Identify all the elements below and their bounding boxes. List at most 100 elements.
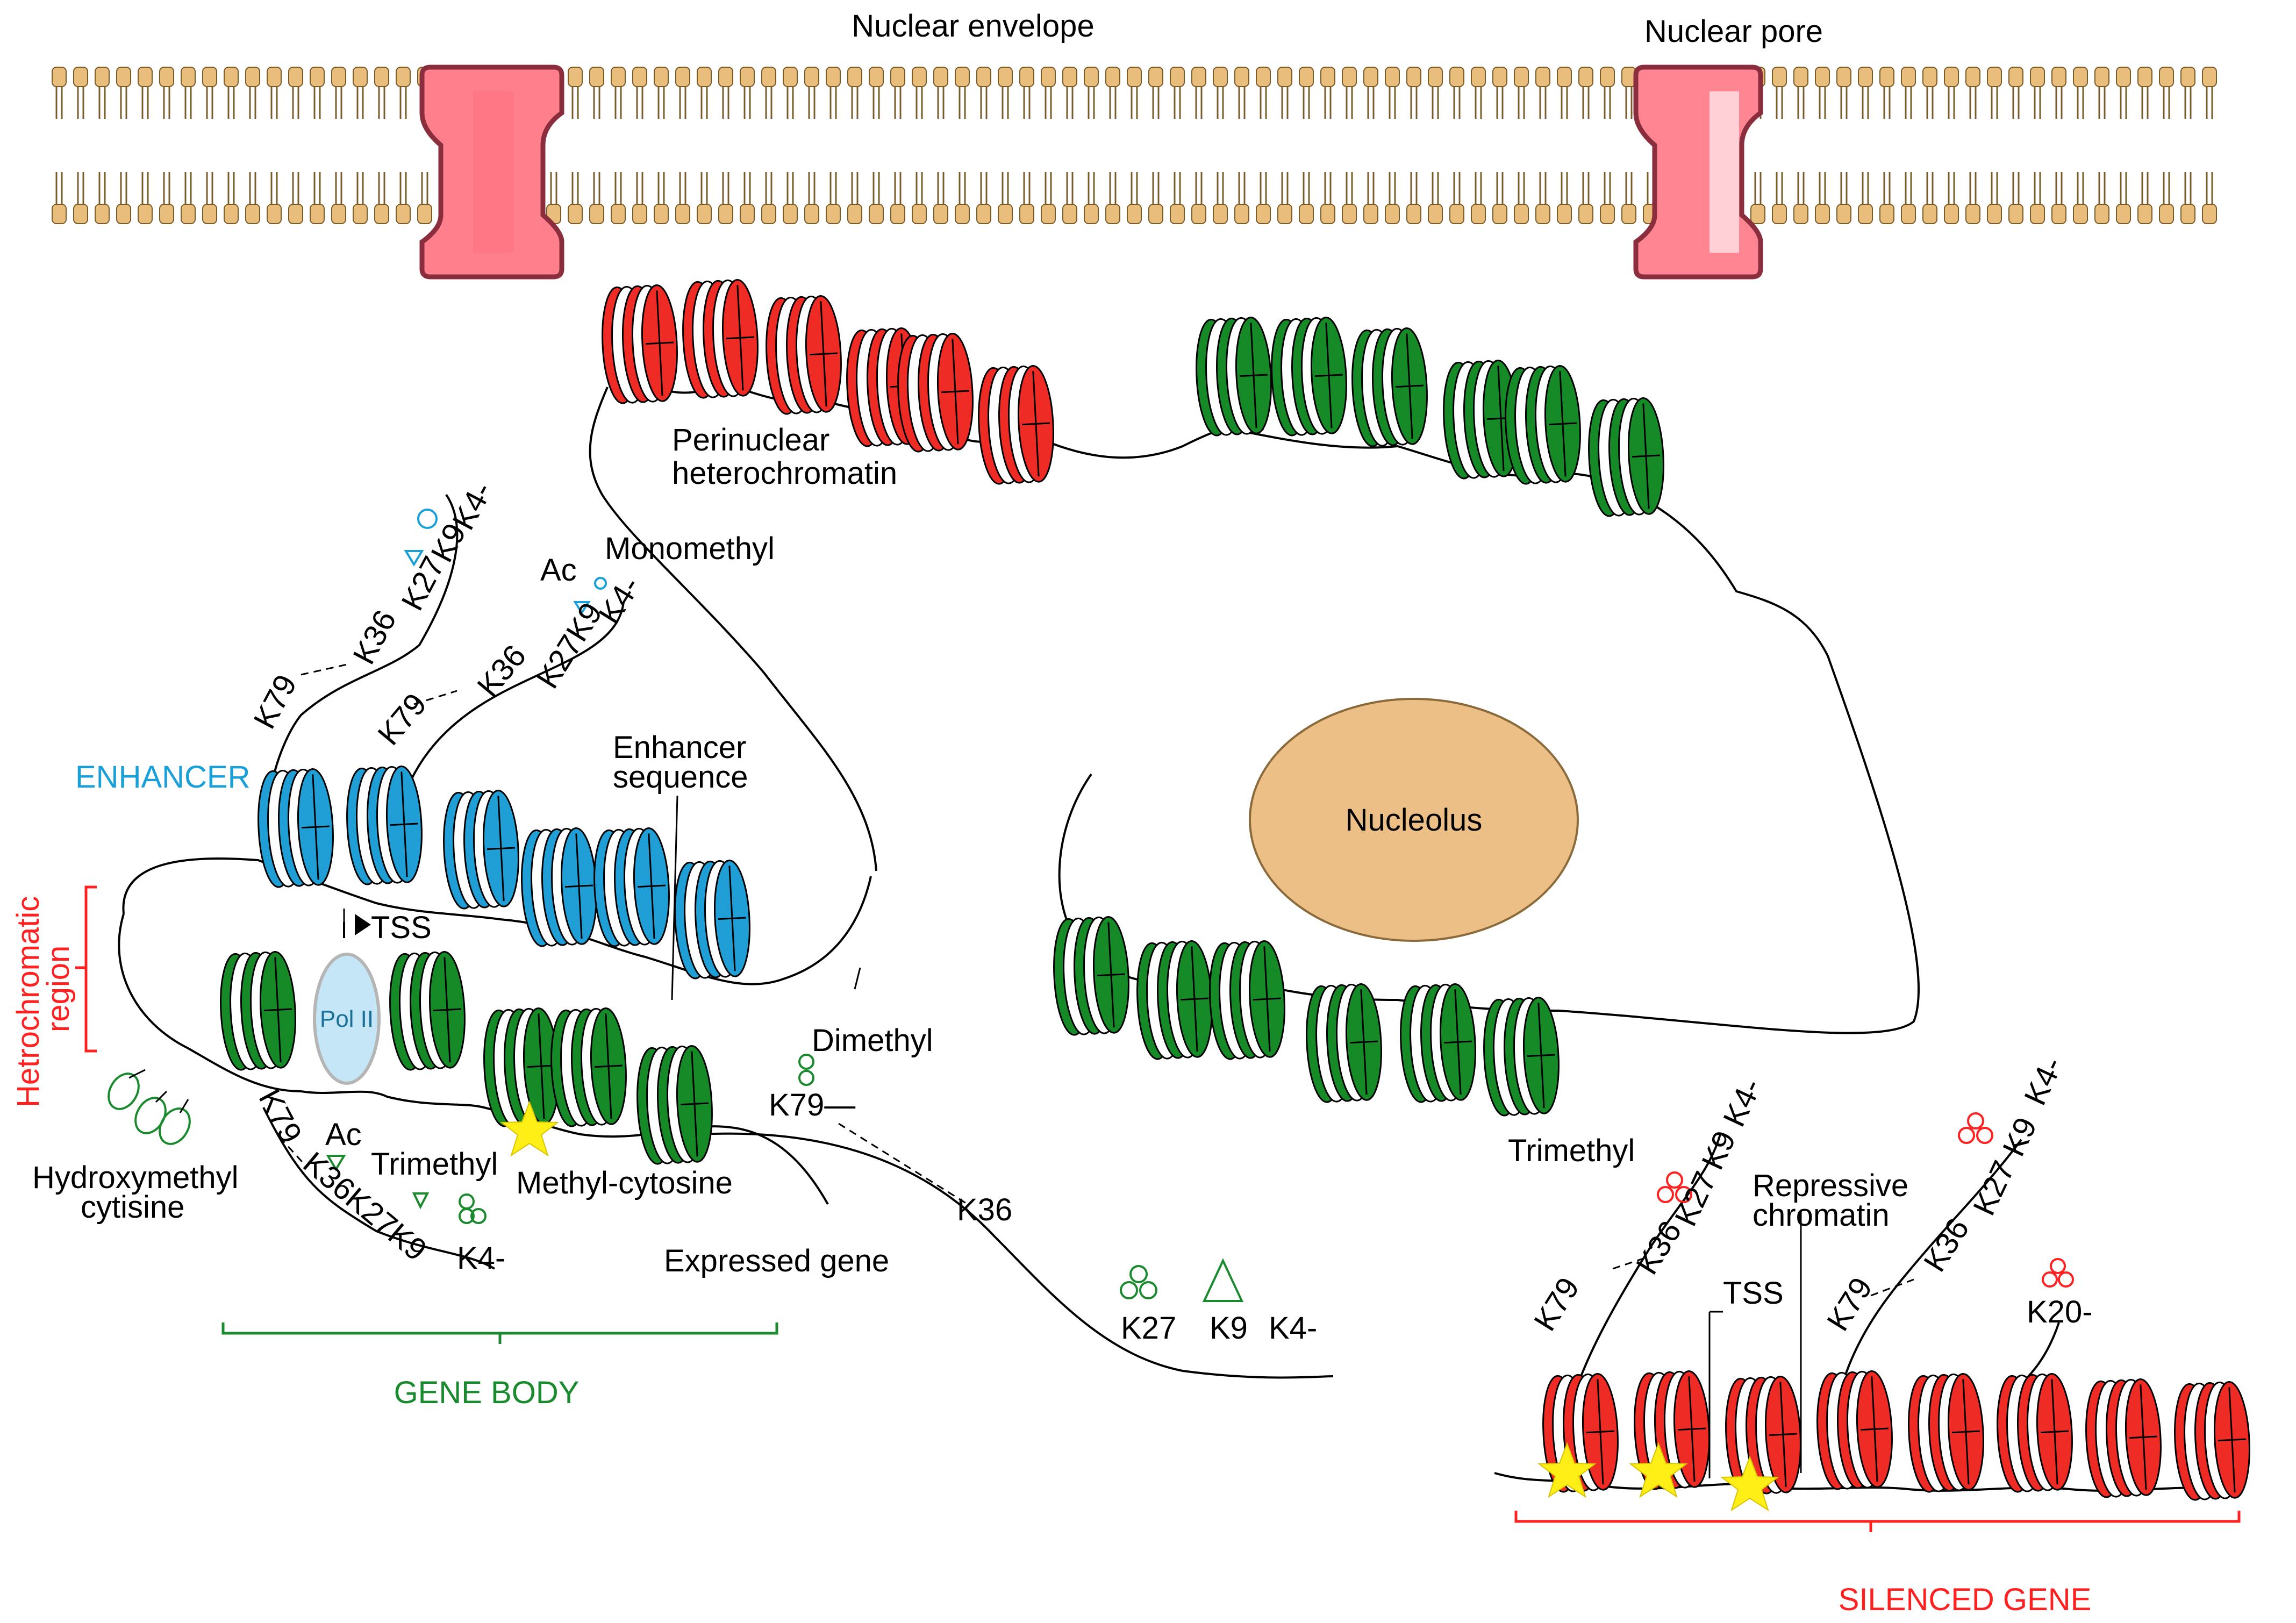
- lipid-bottom: [1879, 171, 1895, 225]
- nucleosome-blue: [521, 827, 597, 947]
- lipid-top: [1212, 66, 1228, 120]
- lipid-bottom: [94, 171, 110, 225]
- lipid-bottom: [804, 171, 820, 225]
- lipid-top: [1126, 66, 1142, 120]
- lipid-top: [589, 66, 605, 120]
- lipid-bottom: [589, 171, 605, 225]
- lipid-bottom: [2180, 171, 2196, 225]
- lipid-bottom: [395, 171, 411, 225]
- lipid-bottom: [1771, 171, 1787, 225]
- lipid-bottom: [1040, 171, 1056, 225]
- lipid-top: [1191, 66, 1207, 120]
- tss-left-label: TSS: [371, 910, 432, 945]
- lipid-top: [1793, 66, 1809, 120]
- lipid-top: [1771, 66, 1787, 120]
- lipid-bottom: [610, 171, 626, 225]
- lipid-top: [1427, 66, 1443, 120]
- lipid-bottom: [266, 171, 282, 225]
- lipid-top: [782, 66, 798, 120]
- lipid-top: [2137, 66, 2153, 120]
- gene-body-label: GENE BODY: [394, 1375, 580, 1410]
- lipid-bottom: [352, 171, 368, 225]
- lipid-bottom: [288, 171, 304, 225]
- lipid-top: [1578, 66, 1594, 120]
- lipid-bottom: [159, 171, 175, 225]
- nucleosome-green-genebody: [636, 1045, 713, 1165]
- lipid-bottom: [1814, 171, 1830, 225]
- tail-label-k79-e: K79: [1527, 1271, 1586, 1337]
- nucleosome-red-silenced: [2085, 1378, 2162, 1498]
- nuclear-pore-left: [419, 65, 564, 280]
- lipid-bottom: [1599, 171, 1615, 225]
- lipid-top: [1492, 66, 1508, 120]
- nucleosome-green-middle: [1400, 983, 1476, 1103]
- lipid-top: [718, 66, 734, 120]
- nucleosome-red-silenced: [2174, 1381, 2250, 1501]
- hydroxy-label-2: cytisine: [81, 1190, 184, 1225]
- lipid-top: [1277, 66, 1293, 120]
- lipid-bottom: [696, 171, 712, 225]
- silenced-gene-bracket: [1514, 1511, 2241, 1532]
- lipid-bottom: [2072, 171, 2088, 225]
- lipid-bottom: [1406, 171, 1422, 225]
- lipid-top: [890, 66, 906, 120]
- enhancer-seq-2: sequence: [613, 760, 748, 795]
- lipid-bottom: [868, 171, 884, 225]
- lipid-bottom: [954, 171, 970, 225]
- lipid-bottom: [1943, 171, 1959, 225]
- nuclear-pore-label: Nuclear pore: [1644, 14, 1823, 49]
- tail-label-k4-c: K4-: [457, 1241, 505, 1276]
- lipid-top: [1879, 66, 1895, 120]
- methylcytosine-label: Methyl-cytosine: [516, 1166, 733, 1200]
- tail-label-k36-a: K36: [346, 604, 403, 670]
- lipid-bottom: [331, 171, 347, 225]
- silenced-gene-label: SILENCED GENE: [1839, 1582, 2092, 1617]
- lipid-bottom: [1126, 171, 1142, 225]
- lipid-top: [976, 66, 992, 120]
- hydroxy-label-1: Hydroxymethyl: [32, 1160, 239, 1195]
- lipid-bottom: [1298, 171, 1314, 225]
- lipid-top: [1986, 66, 2002, 120]
- nucleosome-blue: [674, 859, 750, 979]
- repressive-label-2: chromatin: [1753, 1198, 1890, 1233]
- lipid-bottom: [1277, 171, 1293, 225]
- lipid-bottom: [997, 171, 1013, 225]
- lipid-bottom: [1857, 171, 1873, 225]
- lipid-top: [1836, 66, 1852, 120]
- lipid-top: [653, 66, 669, 120]
- lipid-bottom: [1148, 171, 1164, 225]
- lipid-bottom: [1062, 171, 1078, 225]
- lipid-top: [374, 66, 390, 120]
- lipid-top: [675, 66, 691, 120]
- lipid-bottom: [675, 171, 691, 225]
- lipid-bottom: [1234, 171, 1250, 225]
- lipid-top: [1040, 66, 1056, 120]
- lipid-bottom: [1449, 171, 1465, 225]
- nucleosome-green-genebody: [550, 1007, 627, 1127]
- hetero-bracket: [75, 885, 97, 1053]
- lipid-top: [1019, 66, 1035, 120]
- lipid-top: [696, 66, 712, 120]
- lipid-bottom: [911, 171, 927, 225]
- lipid-bottom: [1427, 171, 1443, 225]
- lipid-bottom: [374, 171, 390, 225]
- lipid-top: [1062, 66, 1078, 120]
- lipid-top: [2094, 66, 2110, 120]
- lipid-top: [1965, 66, 1981, 120]
- lipid-top: [395, 66, 411, 120]
- nucleosome-red-silenced: [1908, 1372, 1984, 1493]
- lipid-top: [2051, 66, 2067, 120]
- lipid-bottom: [2008, 171, 2024, 225]
- lipid-top: [632, 66, 648, 120]
- nucleosome-red-silenced: [1997, 1372, 2073, 1493]
- perinuclear-label-2: heterochromatin: [672, 456, 897, 491]
- nucleosome-red-silenced: [1816, 1370, 1893, 1490]
- tail-label-k27-f: K27: [1966, 1155, 2022, 1220]
- lipid-bottom: [245, 171, 261, 225]
- enhancer-label: ENHANCER: [75, 760, 251, 795]
- tss-marker-left: TSS: [343, 910, 432, 945]
- lipid-top: [1556, 66, 1572, 120]
- tail-label-k9-e: K9: [1695, 1126, 1743, 1175]
- lipid-top: [1857, 66, 1873, 120]
